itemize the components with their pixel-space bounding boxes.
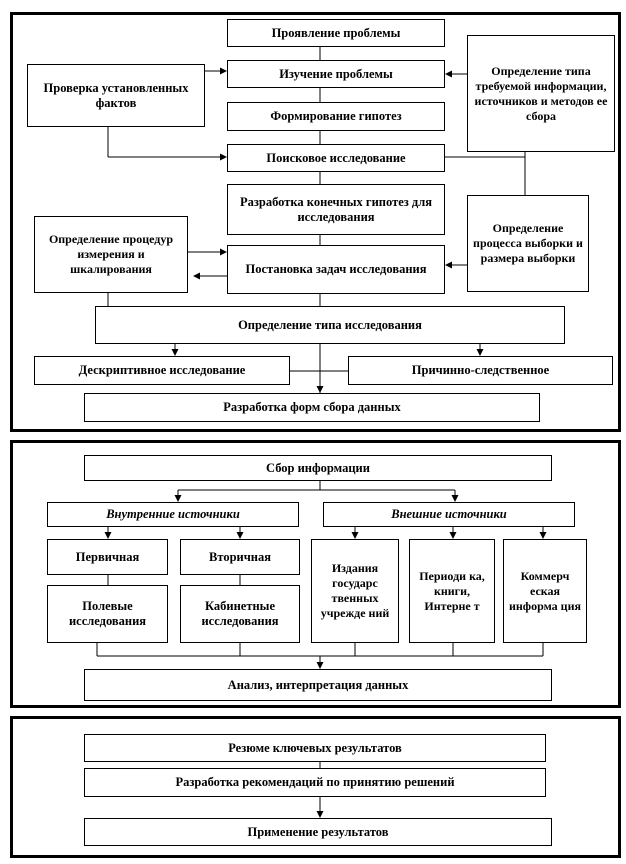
box-secondary-info: Вторичная bbox=[180, 539, 300, 575]
box-desk-research: Кабинетные исследования bbox=[180, 585, 300, 643]
box-problem-manifestation: Проявление проблемы bbox=[227, 19, 445, 47]
box-government-publications: Издания государс твенных учрежде ний bbox=[311, 539, 399, 643]
box-hypotheses: Формирование гипотез bbox=[227, 102, 445, 131]
box-commercial-info: Коммерч еская информа ция bbox=[503, 539, 587, 643]
box-problem-study: Изучение проблемы bbox=[227, 60, 445, 88]
box-check-facts: Проверка установленных фактов bbox=[27, 64, 205, 127]
box-data-analysis: Анализ, интерпретация данных bbox=[84, 669, 552, 701]
box-field-research: Полевые исследования bbox=[47, 585, 168, 643]
box-periodicals: Периоди ка, книги, Интерне т bbox=[409, 539, 495, 643]
box-exploratory-research: Поисковое исследование bbox=[227, 144, 445, 172]
box-info-type: Определение типа требуемой информации, и… bbox=[467, 35, 615, 152]
box-descriptive-research: Дескриптивное исследование bbox=[34, 356, 290, 385]
box-causal-research: Причинно-следственное bbox=[348, 356, 613, 385]
box-research-type: Определение типа исследования bbox=[95, 306, 565, 344]
box-decision-recommendations: Разработка рекомендаций по принятию реше… bbox=[84, 768, 546, 797]
box-final-hypotheses: Разработка конечных гипотез для исследов… bbox=[227, 184, 445, 235]
stage-panel-results bbox=[10, 716, 621, 858]
box-external-sources: Внешние источники bbox=[323, 502, 575, 527]
stage-panel-collection bbox=[10, 440, 621, 708]
box-research-tasks: Постановка задач исследования bbox=[227, 245, 445, 294]
box-internal-sources: Внутренние источники bbox=[47, 502, 299, 527]
stage-panel-design bbox=[10, 12, 621, 432]
box-primary-info: Первичная bbox=[47, 539, 168, 575]
box-key-results-summary: Резюме ключевых результатов bbox=[84, 734, 546, 762]
box-measurement-procedures: Определение процедур измерения и шкалиро… bbox=[34, 216, 188, 293]
box-results-application: Применение результатов bbox=[84, 818, 552, 846]
box-info-collection: Сбор информации bbox=[84, 455, 552, 481]
box-sampling: Определение процесса выборки и размера в… bbox=[467, 195, 589, 292]
box-data-forms: Разработка форм сбора данных bbox=[84, 393, 540, 422]
